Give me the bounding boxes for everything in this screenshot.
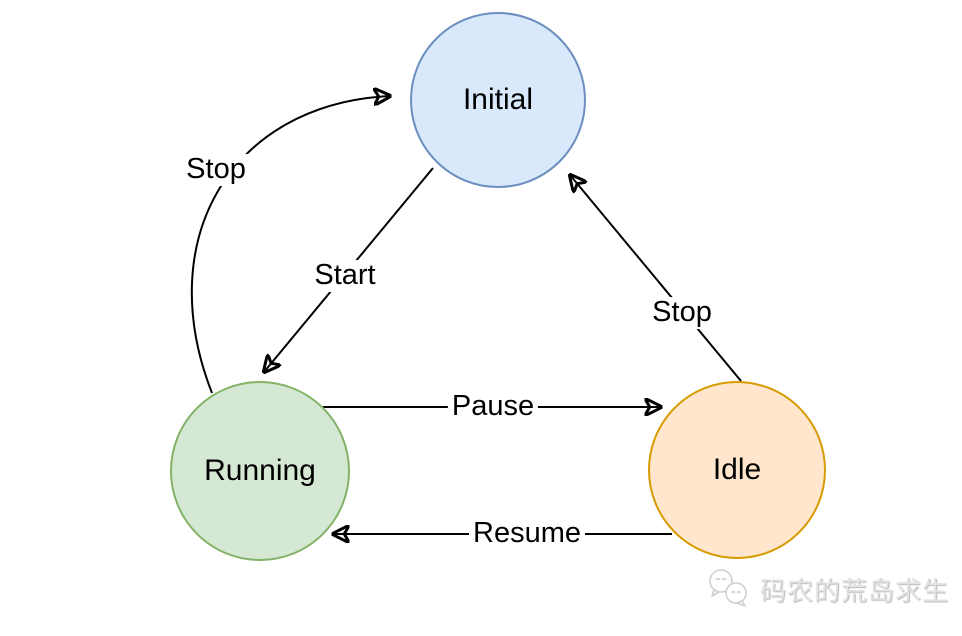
state-initial-label: Initial — [462, 83, 534, 116]
arrow-stop-idle-to-initial — [570, 175, 742, 382]
state-running-label: Running — [204, 454, 316, 487]
transition-label-resume: Resume — [469, 517, 585, 550]
transition-label-pause: Pause — [447, 390, 539, 423]
chat-bubbles-icon — [709, 569, 747, 607]
arrow-stop-running-to-initial — [190, 96, 390, 394]
state-idle-label: Idle — [712, 453, 762, 486]
transition-label-stop-running-to-initial: Stop — [182, 153, 250, 186]
state-running: Running — [170, 381, 350, 561]
watermark: 码农的荒岛求生 — [706, 568, 949, 610]
transition-label-start: Start — [310, 259, 380, 292]
state-idle: Idle — [648, 381, 826, 559]
state-initial: Initial — [410, 12, 586, 188]
transition-label-stop-idle-to-initial: Stop — [648, 296, 716, 329]
watermark-text: 码农的荒岛求生 — [760, 575, 950, 606]
